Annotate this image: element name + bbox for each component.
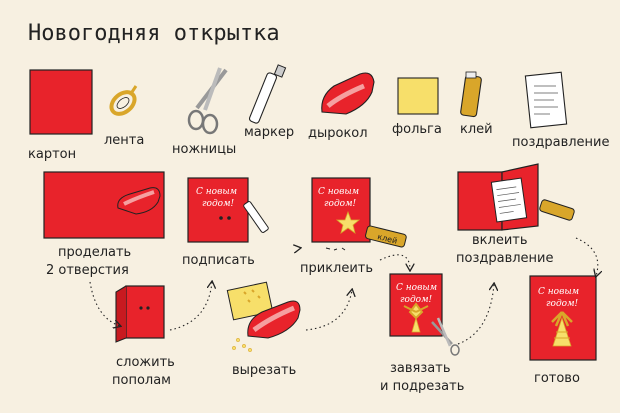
material-label-greeting: поздравление <box>512 135 610 150</box>
step-insert-line2: поздравление <box>456 251 554 266</box>
arrow-tie-to-insert <box>457 284 494 345</box>
glue-card-text1: С новым <box>318 187 359 197</box>
greeting-paper-icon <box>524 71 568 129</box>
cardboard-icon <box>29 69 93 135</box>
arrow-cut-to-glue <box>305 290 352 331</box>
arrow-insert-to-done <box>575 237 598 276</box>
arrow-fold-to-sign <box>169 282 212 331</box>
step-done-illustration: С новым годом! <box>529 275 597 361</box>
step-sign-label: подписать <box>182 253 255 268</box>
material-label-foil: фольга <box>392 122 442 137</box>
step-cut-label: вырезать <box>232 363 296 378</box>
flow-arrows <box>89 237 598 345</box>
foil-icon <box>397 77 439 115</box>
step-tie-line1: завязать <box>390 361 450 376</box>
done-card-text1: С новым <box>538 287 579 297</box>
glue-icon <box>460 71 482 118</box>
step-glue-illustration: С новым годом! клей <box>311 177 407 251</box>
step-fold-line2: пополам <box>112 373 171 388</box>
material-label-hole-punch: дырокол <box>308 126 368 141</box>
step-insert-line1: вклеить <box>472 233 528 248</box>
step-sign-illustration: С новым годом! <box>187 177 269 243</box>
tie-card-text2: годом! <box>400 295 433 305</box>
step-tie-line2: и подрезать <box>380 379 464 394</box>
step-fold-line1: сложить <box>116 355 175 370</box>
glue-card-text2: годом! <box>324 199 357 209</box>
sign-card-text2: годом! <box>202 199 235 209</box>
scissors-icon <box>187 67 228 135</box>
step-tie-illustration: С новым годом! <box>389 273 460 356</box>
material-label-cardboard: картон <box>28 147 76 162</box>
step-done-label: готово <box>534 371 580 386</box>
step-glue-label: приклеить <box>300 261 373 276</box>
step-punch-line2: 2 отверстия <box>46 263 129 278</box>
ribbon-icon <box>109 85 138 116</box>
arrow-glue-to-tie <box>379 254 410 270</box>
material-label-glue: клей <box>460 122 493 137</box>
step-fold-illustration <box>115 285 165 343</box>
tie-card-text1: С новым <box>396 283 437 293</box>
material-label-marker: маркер <box>244 125 294 140</box>
done-card-text2: годом! <box>546 299 579 309</box>
arrow-punch-to-fold <box>89 281 120 326</box>
step-punch-illustration <box>43 171 165 239</box>
marker-icon <box>248 64 287 124</box>
arrow-sign-to-cut <box>262 248 300 270</box>
step-insert-illustration <box>457 163 575 231</box>
material-label-ribbon: лента <box>104 133 144 148</box>
material-label-scissors: ножницы <box>172 142 236 157</box>
hole-punch-icon <box>321 72 375 115</box>
page-title: Новогодняя открытка <box>28 21 280 46</box>
sign-card-text1: С новым <box>196 187 237 197</box>
step-punch-line1: проделать <box>58 245 131 260</box>
step-cut-illustration <box>226 281 301 352</box>
